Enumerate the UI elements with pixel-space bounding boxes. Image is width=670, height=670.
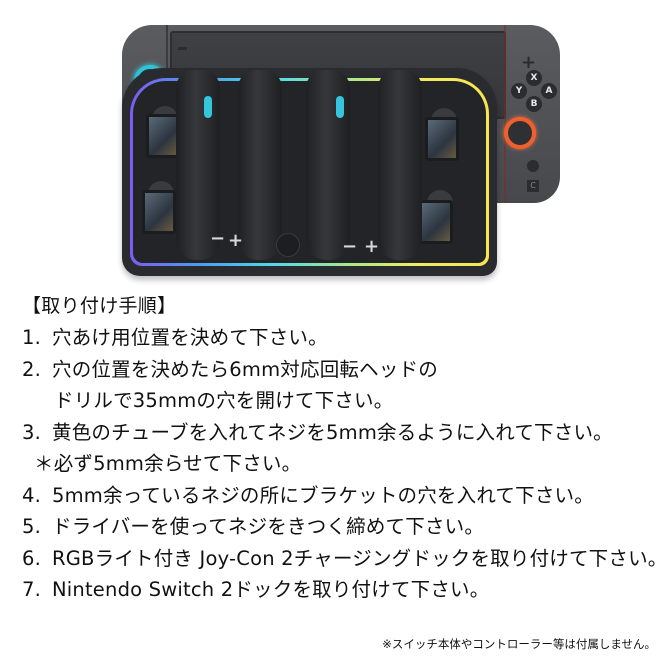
game-card-icon [425,117,459,161]
home-button-icon [527,160,539,172]
instructions-heading: 【取り付け手順】 [22,295,177,317]
step-3: 3. 黄色のチューブを入れてネジを5mm余るように入れて下さい。 [22,417,662,449]
step-number: 2. [22,357,42,381]
step-2-continuation: ドリルで35mmの穴を開けて下さい。 [22,385,662,417]
step-note: ＊必ず5mm余らせて下さい。 [34,452,302,475]
step-2: 2. 穴の位置を決めたら6mm対応回転ヘッドの [22,354,662,386]
step-4: 4. 5mm余っているネジの所にブラケットの穴を入れて下さい。 [22,480,662,512]
footnote-disclaimer: ※スイッチ本体やコントローラー等は付属しません。 [382,637,656,651]
step-text: 黄色のチューブを入れてネジを5mm余るように入れて下さい。 [52,420,613,444]
step-5: 5. ドライバーを使ってネジをきつく締めて下さい。 [22,511,662,543]
step-3-note: ＊必ず5mm余らせて下さい。 [22,448,662,480]
step-6: 6. RGBライト付き Joy-Con 2チャージングドックを取り付けて下さい。 [22,543,667,575]
light-toggle-button-icon [276,233,300,257]
minus-sign: − [210,228,226,249]
joycon-grip-1 [176,70,220,260]
step-number: 1. [22,326,42,349]
joycon-stick-icon [204,96,212,118]
joycon-grip-2 [238,70,282,260]
step-text: 穴あけ用位置を決めて下さい。 [52,326,328,349]
product-image: ▲ ◀ + X Y A B C − + − + [0,0,670,290]
step-number: 5. [22,515,42,538]
step-number: 6. [22,546,42,570]
step-1: 1. 穴あけ用位置を決めて下さい。 [22,322,662,354]
step-text: 5mm余っているネジの所にブラケットの穴を入れて下さい。 [52,483,594,507]
step-number: 3. [22,420,42,444]
step-number: 4. [22,483,42,507]
step-text: 穴の位置を決めたら6mm対応回転ヘッドの [52,357,438,381]
step-number: 7. [22,578,42,601]
minus-sign: − [342,236,358,257]
x-button-icon: X [526,70,542,86]
right-rail [504,25,506,203]
game-card-icon [142,190,176,234]
plus-sign: + [228,230,244,251]
step-text: Nintendo Switch 2ドックを取り付けて下さい。 [52,578,490,601]
step-7: 7. Nintendo Switch 2ドックを取り付けて下さい。 [22,574,662,606]
step-text: RGBライト付き Joy-Con 2チャージングドックを取り付けて下さい。 [52,546,668,570]
minus-button-icon [178,47,187,50]
plus-button-icon: + [521,52,537,73]
y-button-icon: Y [511,83,527,99]
step-text: ドリルで35mmの穴を開けて下さい。 [54,389,394,412]
b-button-icon: B [526,96,542,112]
game-card-icon [146,114,180,158]
game-card-icon [419,200,453,244]
installation-instructions: 【取り付け手順】 1. 穴あけ用位置を決めて下さい。 2. 穴の位置を決めたら6mm… [22,292,667,606]
capture-button-icon: C [527,180,539,192]
step-text: ドライバーを使ってネジをきつく締めて下さい。 [52,515,485,538]
joycon-grip-3 [306,70,350,260]
right-stick-icon [504,117,536,149]
plus-sign: + [364,236,380,257]
joycon-stick-icon [336,96,344,118]
a-button-icon: A [541,83,557,99]
joycon-grip-4 [378,70,422,260]
